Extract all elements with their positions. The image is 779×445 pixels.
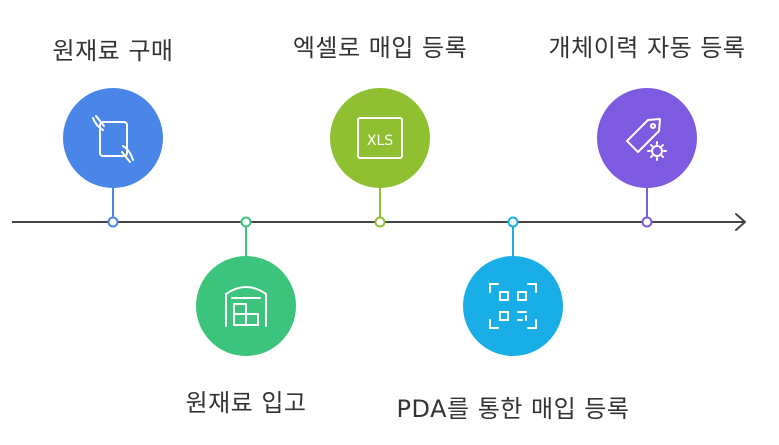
step-label-excel-register: 엑셀로 매입 등록 — [292, 34, 468, 62]
step-label-purchase: 원재료 구매 — [52, 37, 174, 65]
node-dot — [240, 216, 252, 228]
step-label-receiving: 원재료 입고 — [185, 389, 307, 417]
step-pda-register — [463, 216, 563, 356]
step-purchase — [63, 88, 163, 228]
step-circle — [330, 88, 430, 188]
step-auto-history — [597, 88, 697, 228]
node-dot — [507, 216, 519, 228]
step-circle — [463, 256, 563, 356]
node-dot — [374, 216, 386, 228]
step-label-auto-history: 개체이력 자동 등록 — [548, 34, 746, 62]
step-circle — [63, 88, 163, 188]
step-receiving — [196, 216, 296, 356]
step-excel-register: XLS — [330, 88, 430, 228]
warehouse-boxes-icon — [225, 286, 267, 327]
step-circle — [597, 88, 697, 188]
xls-icon-text: XLS — [367, 133, 393, 149]
tag-gear-icon — [626, 118, 667, 161]
arrow-head-icon — [735, 213, 746, 231]
tablet-hands-icon — [92, 115, 134, 163]
node-dot — [107, 216, 119, 228]
xls-file-icon: XLS — [357, 117, 403, 159]
step-label-pda-register: PDA를 통한 매입 등록 — [396, 395, 630, 423]
qr-code-scan-icon — [489, 283, 537, 329]
node-dot — [641, 216, 653, 228]
